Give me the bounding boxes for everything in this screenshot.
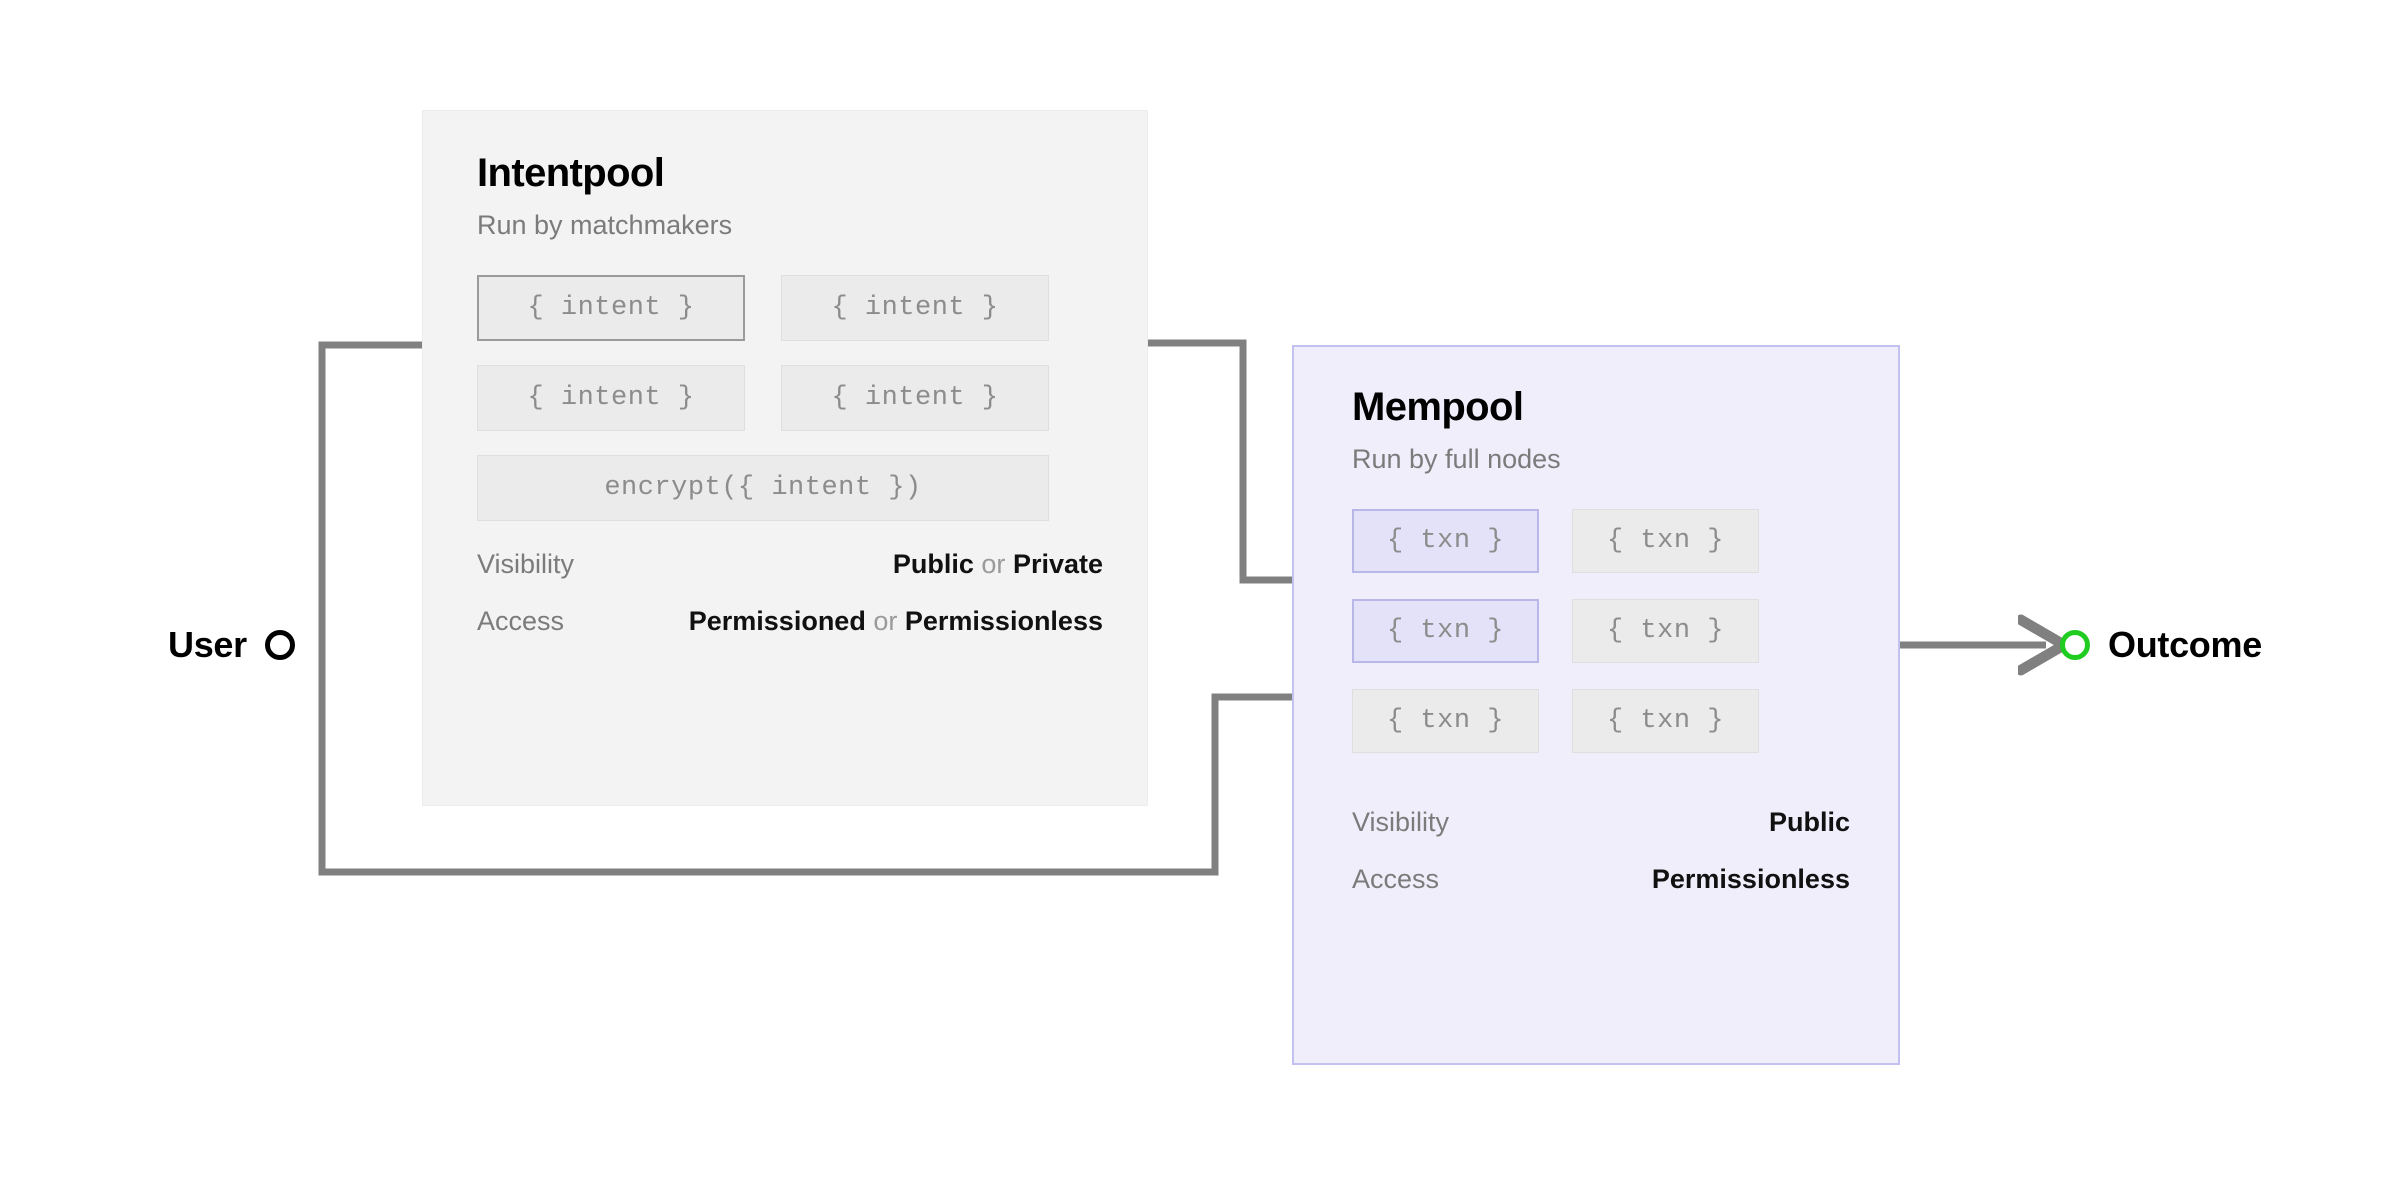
intent-box[interactable]: { intent } [781, 364, 1049, 431]
txn-box[interactable]: { txn } [1572, 598, 1759, 663]
intent-box[interactable]: { intent } [477, 364, 745, 431]
intent-box[interactable]: { intent } [781, 274, 1049, 341]
node-outcome-label: Outcome [2108, 624, 2262, 665]
attribute-separator: or [873, 605, 898, 636]
attribute-value-primary: Permissioned [688, 605, 866, 636]
intentpool-subtitle: Run by matchmakers [477, 210, 733, 240]
attribute-row-access: Access Permissionless [1352, 864, 1850, 895]
node-user[interactable]: User [168, 624, 295, 666]
attribute-label: Access [477, 605, 565, 636]
attribute-value-secondary: Private [1012, 548, 1103, 579]
attribute-value: Public or Private [893, 549, 1103, 580]
attribute-value: Permissionless [1651, 863, 1850, 894]
attribute-row-access: Access Permissioned or Permissionless [477, 606, 1103, 637]
mempool-subtitle: Run by full nodes [1352, 444, 1561, 474]
mempool-title: Mempool [1352, 385, 1524, 429]
node-outcome[interactable]: Outcome [2060, 624, 2262, 666]
attribute-label: Visibility [1352, 806, 1450, 837]
attribute-value: Permissioned or Permissionless [689, 606, 1103, 637]
txn-box[interactable]: { txn } [1572, 688, 1759, 753]
attribute-value-primary: Public [892, 548, 974, 579]
attribute-value-secondary: Permissionless [904, 605, 1103, 636]
encrypted-intent-box[interactable]: encrypt({ intent }) [477, 454, 1049, 521]
intentpool-box-grid: { intent } { intent } { intent } { inten… [477, 274, 1103, 521]
attribute-row-visibility: Visibility Public or Private [477, 549, 1103, 580]
node-user-label: User [168, 624, 247, 665]
mempool-attributes: Visibility Public Access Permissionless [1352, 807, 1850, 895]
attribute-separator: or [981, 548, 1006, 579]
mempool-box-grid: { txn } { txn } { txn } { txn } { txn } … [1352, 508, 1850, 779]
txn-box[interactable]: { txn } [1352, 688, 1539, 753]
user-circle-icon [264, 630, 295, 660]
intentpool-attributes: Visibility Public or Private Access Perm… [477, 549, 1103, 637]
txn-box[interactable]: { txn } [1352, 598, 1539, 663]
txn-box[interactable]: { txn } [1352, 508, 1539, 573]
intent-box[interactable]: { intent } [477, 274, 745, 341]
attribute-row-visibility: Visibility Public [1352, 807, 1850, 838]
panel-intentpool[interactable]: Intentpool Run by matchmakers { intent }… [422, 110, 1148, 806]
attribute-value: Public [1768, 806, 1850, 837]
intentpool-title: Intentpool [477, 151, 665, 195]
attribute-label: Access [1352, 863, 1440, 894]
panel-mempool[interactable]: Mempool Run by full nodes { txn } { txn … [1292, 345, 1900, 1065]
txn-box[interactable]: { txn } [1572, 508, 1759, 573]
outcome-circle-icon [2060, 630, 2090, 660]
attribute-label: Visibility [477, 548, 575, 579]
